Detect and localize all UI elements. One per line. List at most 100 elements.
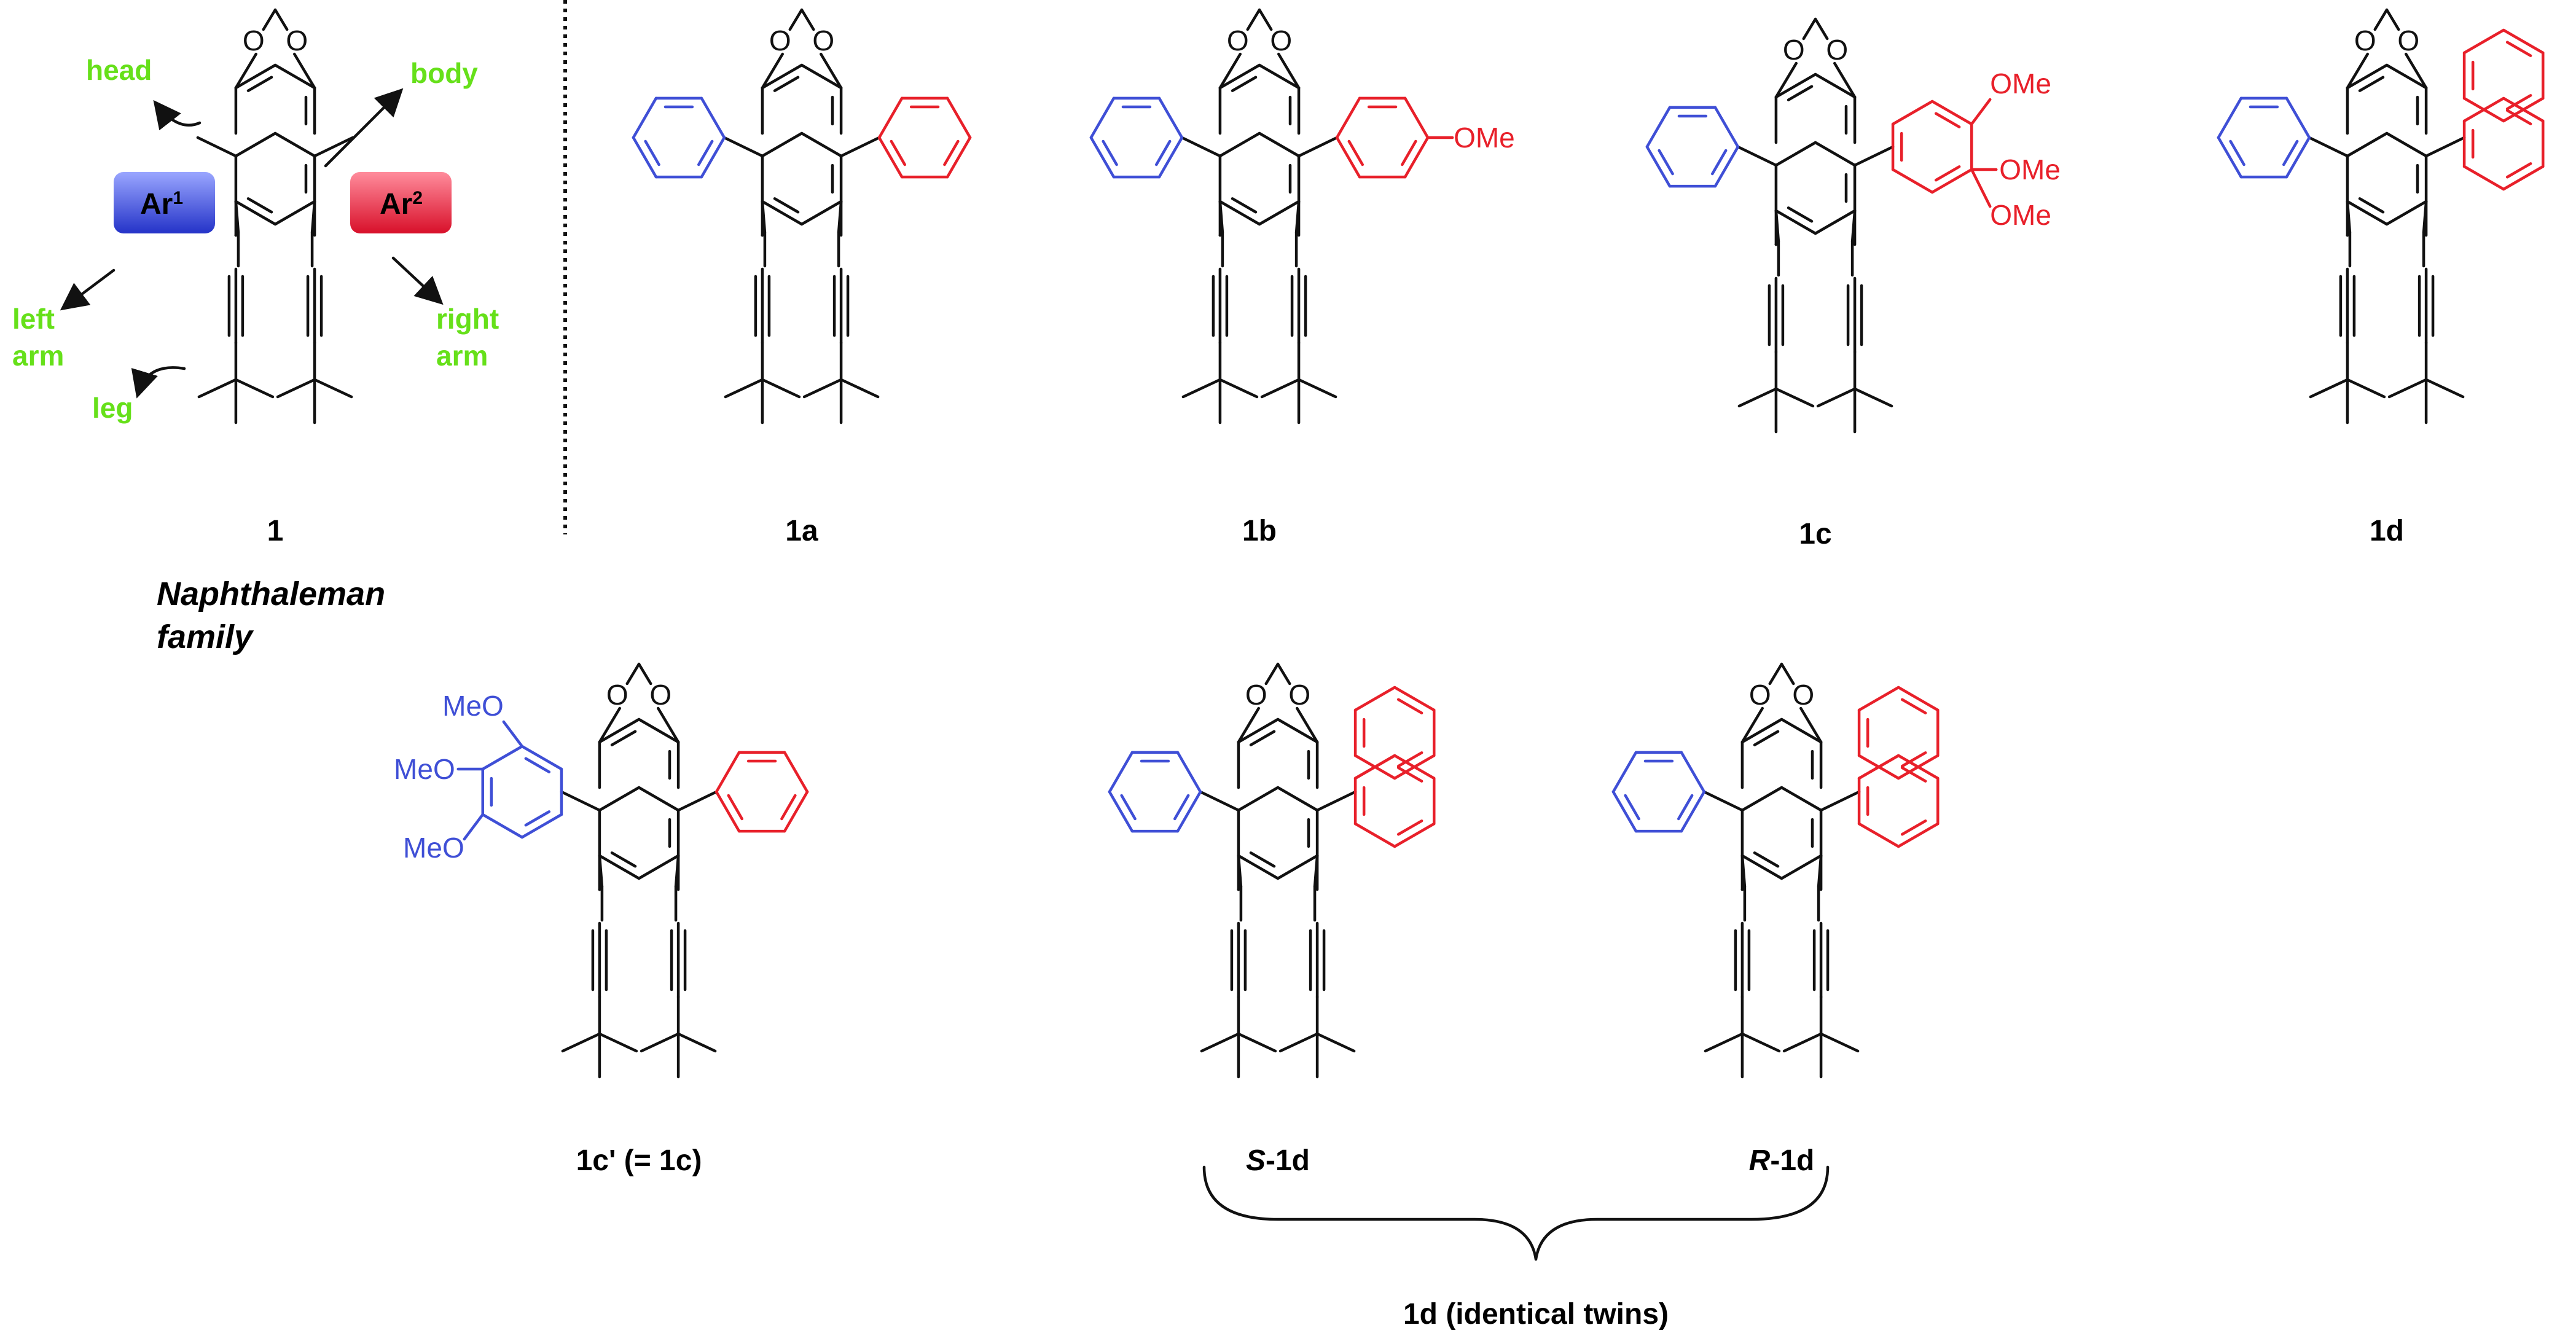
dioxole-bond: [262, 8, 277, 31]
ar2-phenyl: [877, 136, 904, 179]
dioxole-bond: [625, 662, 641, 686]
core-bond: [1780, 717, 1823, 744]
ar2-box: [350, 172, 452, 233]
dioxole-bond: [1218, 52, 1242, 90]
hash-bond: [1857, 754, 1900, 780]
ar2-anisyl: [1403, 96, 1430, 139]
ar2-anisyl: [1347, 139, 1364, 166]
ar1-phenyl: [2217, 96, 2243, 139]
ar2-naphthyl: [1897, 754, 1940, 780]
core-bond: [761, 200, 804, 226]
dioxole-bond: [800, 8, 815, 31]
family-title-line2: family: [157, 619, 254, 655]
ar1-phenyl: [1677, 794, 1694, 821]
dioxole-bond: [819, 52, 843, 90]
oxygen-atom: O: [1288, 679, 1310, 711]
oxygen-atom: O: [1783, 34, 1805, 66]
tbu-bond: [561, 1032, 601, 1053]
core-bond: [1258, 200, 1301, 226]
ar1-phenyl: [632, 136, 658, 179]
core-bond: [1218, 200, 1261, 226]
ar1-phenyl: [2229, 139, 2245, 166]
ar2-naphthyl: [1396, 751, 1423, 768]
ar2-naphthyl: [1396, 819, 1423, 836]
core-bond: [2358, 76, 2385, 92]
ar2-phenyl: [714, 751, 741, 794]
oxygen-atom: O: [243, 25, 265, 57]
ar2-naphthyl: [1897, 686, 1940, 712]
family-title-line1: Naphthaleman: [157, 576, 385, 612]
ar1-phenyl: [1658, 149, 1674, 176]
core-bond: [1740, 786, 1783, 812]
tbu-bond: [676, 1032, 717, 1053]
ar2-bond: [1970, 98, 1992, 126]
ar1-phenyl: [1089, 96, 1116, 139]
dioxole-bond: [292, 52, 316, 90]
label-right-arm-1: right: [436, 303, 499, 335]
core-bond: [2346, 131, 2389, 158]
core-bond: [234, 63, 277, 90]
core-bond: [2385, 131, 2428, 158]
oxygen-atom: O: [2354, 25, 2376, 57]
oxygen-atom: O: [1227, 25, 1249, 57]
ar2-trimethoxyphenyl: [1934, 165, 1961, 182]
tbu-bond: [1181, 378, 1222, 399]
ar1-phenyl: [1713, 145, 1740, 188]
tbu-bond: [1774, 387, 1815, 408]
label-head: head: [86, 54, 152, 86]
core-bond: [773, 197, 800, 214]
ome-label: OMe: [1990, 68, 2051, 100]
ar2-naphthyl: [1353, 686, 1396, 712]
core-bond: [1787, 85, 1814, 101]
core-bond: [1276, 717, 1319, 744]
core-bond: [1774, 72, 1817, 99]
core-bond: [1218, 131, 1261, 158]
ar2-naphthyl: [1396, 766, 1423, 783]
ar2-naphthyl: [2462, 28, 2505, 55]
core-bond: [1218, 63, 1261, 90]
ar2-naphthyl: [1897, 822, 1940, 848]
ar2-phenyl: [727, 794, 744, 821]
aryl-bond: [2308, 136, 2349, 158]
tbu-bond: [839, 378, 880, 399]
tbu-bond: [1218, 378, 1259, 399]
ar2-phenyl: [783, 790, 809, 833]
ar2-naphthyl: [2502, 28, 2545, 55]
ar2-naphthyl: [2502, 165, 2545, 191]
core-bond: [2346, 63, 2389, 90]
ar1-phenyl: [1173, 794, 1190, 821]
core-bond: [1787, 206, 1814, 223]
ome-label: OMe: [1999, 154, 2061, 186]
dioxole-bond: [598, 706, 622, 744]
ar1-phenyl: [1154, 139, 1172, 166]
core-bond: [1774, 209, 1817, 235]
oxygen-atom: O: [812, 25, 834, 57]
ar2-naphthyl: [1393, 754, 1436, 780]
ar2-anisyl: [1403, 136, 1430, 179]
core-bond: [1258, 63, 1301, 90]
caption-1c-prime: 1c' (= 1c): [576, 1144, 702, 1177]
ar2-phenyl: [945, 136, 972, 179]
tbu-bond: [1237, 1032, 1277, 1053]
aryl-bond: [1199, 790, 1240, 812]
core-bond: [273, 131, 316, 158]
ar2-phenyl: [945, 96, 972, 139]
dioxole-bond: [2385, 8, 2400, 31]
dioxole-bond: [1799, 706, 1823, 744]
ar1-phenyl: [2282, 139, 2299, 166]
ar2-trimethoxyphenyl: [1891, 168, 1934, 194]
core-bond: [1774, 141, 1817, 167]
ar1-label: Ar1: [140, 188, 183, 221]
label-left-arm-2: arm: [12, 340, 64, 372]
ar2-phenyl: [943, 139, 960, 166]
core-bond: [1237, 786, 1280, 812]
ar2-naphthyl: [2462, 165, 2505, 191]
dioxole-bond: [656, 706, 680, 744]
ar1-phenyl: [1713, 106, 1740, 149]
tbu-bond: [724, 378, 764, 399]
